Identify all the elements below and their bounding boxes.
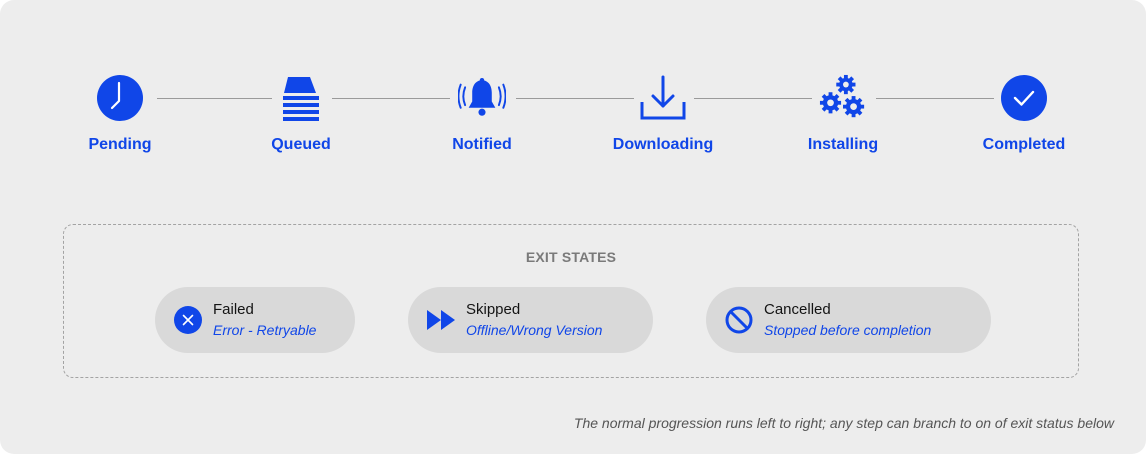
step-label: Completed — [982, 136, 1066, 153]
queue-stack-icon — [277, 74, 325, 122]
exit-state-failed: Failed Error - Retryable — [155, 287, 355, 353]
step-label: Notified — [452, 136, 512, 153]
gears-icon — [819, 74, 867, 122]
x-circle-icon — [173, 305, 203, 335]
exit-state-name: Cancelled — [764, 301, 831, 318]
exit-state-description: Stopped before completion — [764, 322, 932, 338]
download-icon — [639, 74, 687, 122]
clock-icon — [96, 74, 144, 122]
exit-state-name: Skipped — [466, 301, 521, 318]
step-label: Queued — [271, 136, 331, 153]
step-notified: Notified — [407, 74, 557, 164]
exit-states-title: EXIT STATES — [525, 249, 617, 265]
step-pending: Pending — [45, 74, 195, 164]
connector-line — [876, 98, 994, 99]
fast-forward-icon — [426, 305, 456, 335]
exit-state-name: Failed — [213, 301, 254, 318]
footnote: The normal progression runs left to righ… — [573, 415, 1114, 431]
exit-state-description: Offline/Wrong Version — [466, 322, 603, 338]
bell-ringing-icon — [458, 74, 506, 122]
exit-states-box: EXIT STATES Failed Error - Retryable — [63, 224, 1079, 378]
connector-line — [332, 98, 450, 99]
connector-line — [157, 98, 272, 99]
step-label: Pending — [88, 136, 152, 153]
step-label: Downloading — [612, 136, 714, 153]
step-downloading: Downloading — [588, 74, 738, 164]
step-completed: Completed — [949, 74, 1099, 164]
exit-state-cancelled: Cancelled Stopped before completion — [706, 287, 991, 353]
exit-state-description: Error - Retryable — [213, 322, 317, 338]
connector-line — [694, 98, 812, 99]
check-circle-icon — [1000, 74, 1048, 122]
step-label: Installing — [807, 136, 879, 153]
connector-line — [516, 98, 634, 99]
prohibited-icon — [724, 305, 754, 335]
exit-state-skipped: Skipped Offline/Wrong Version — [408, 287, 653, 353]
step-queued: Queued — [226, 74, 376, 164]
step-installing: Installing — [768, 74, 918, 164]
